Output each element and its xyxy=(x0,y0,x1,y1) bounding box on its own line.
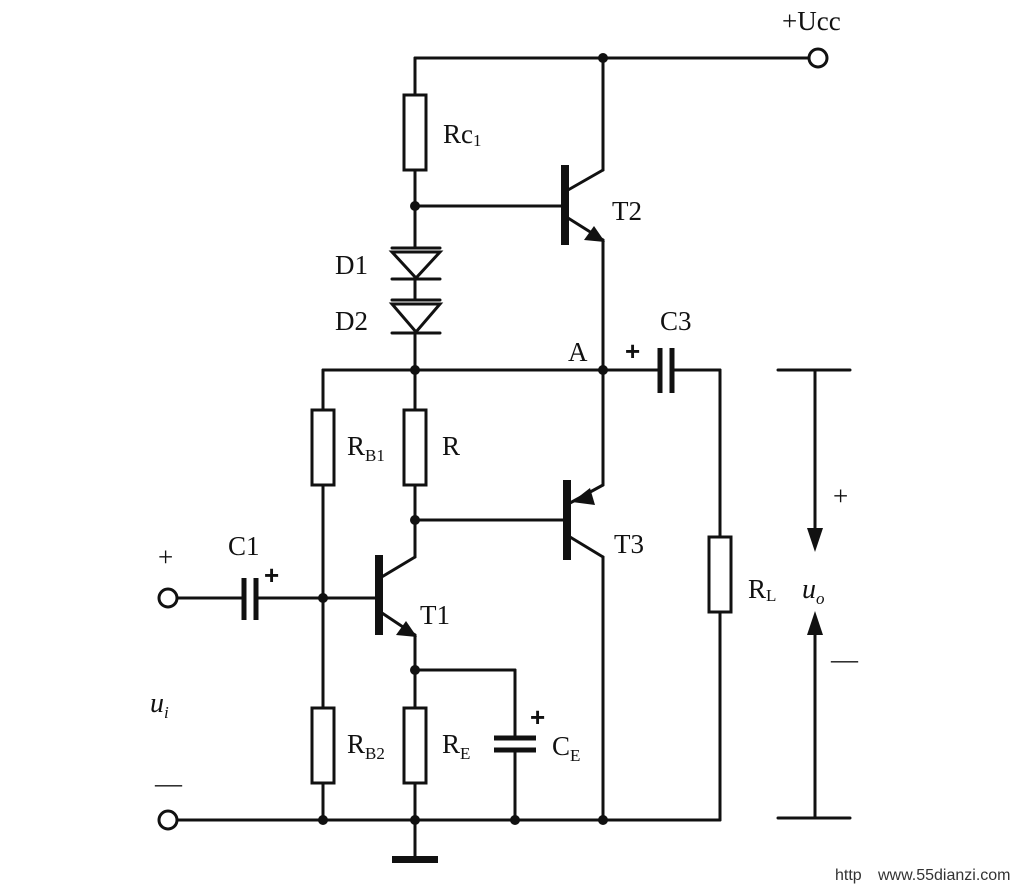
c3-label: C3 xyxy=(660,306,692,336)
rb2-label: RB2 xyxy=(347,729,385,763)
input-minus-sign: — xyxy=(154,768,183,798)
transistor-t3 xyxy=(563,480,595,560)
resistor-re xyxy=(402,706,428,785)
t1-emitter-arrow xyxy=(396,621,417,637)
c1-label: C1 xyxy=(228,531,260,561)
ce-plus-sign: + xyxy=(530,702,545,732)
transistor-t2 xyxy=(561,165,605,245)
diode-d1 xyxy=(388,246,444,302)
watermark-left: http xyxy=(835,867,862,884)
resistor-rb2 xyxy=(310,706,336,785)
capacitor-c3 xyxy=(657,348,675,393)
output-arrow-down xyxy=(807,528,823,552)
node-a-label: A xyxy=(568,337,588,367)
input-terminal-bottom xyxy=(157,809,179,831)
ground-symbol xyxy=(392,856,438,863)
output-arrow-up xyxy=(807,611,823,635)
re-label: RE xyxy=(442,729,470,763)
d2-label: D2 xyxy=(335,306,368,336)
t3-label: T3 xyxy=(614,529,644,559)
capacitor-c1 xyxy=(241,578,259,620)
junction-dots xyxy=(318,53,608,825)
t3-emitter-arrow xyxy=(572,488,595,505)
output-minus-sign: — xyxy=(830,644,859,674)
output-voltage-indicator xyxy=(776,368,852,820)
transistor-t1 xyxy=(375,555,417,637)
circuit-wires xyxy=(176,56,810,860)
supply-terminal xyxy=(807,47,829,69)
input-voltage-label: ui xyxy=(150,688,169,722)
t2-emitter-arrow xyxy=(584,226,605,242)
resistor-rl xyxy=(707,535,733,614)
input-plus-sign: + xyxy=(158,542,173,572)
input-terminal-top xyxy=(157,587,179,609)
ce-label: CE xyxy=(552,731,580,765)
rl-label: RL xyxy=(748,574,776,605)
capacitor-ce xyxy=(494,735,536,753)
t2-label: T2 xyxy=(612,196,642,226)
resistor-rb1 xyxy=(310,408,336,487)
supply-label: +Ucc xyxy=(782,6,841,36)
d1-label: D1 xyxy=(335,250,368,280)
resistor-r xyxy=(402,408,428,487)
c1-plus-sign: + xyxy=(264,560,279,590)
rb1-label: RB1 xyxy=(347,431,385,465)
r-label: R xyxy=(442,431,460,461)
diode-d2 xyxy=(388,298,444,335)
resistor-rc1 xyxy=(402,93,428,172)
output-plus-sign: + xyxy=(833,481,848,511)
watermark-right: www.55dianzi.com xyxy=(877,867,1011,884)
t1-label: T1 xyxy=(420,600,450,630)
rc1-label: Rc1 xyxy=(443,119,482,150)
output-voltage-label: uo xyxy=(802,574,825,608)
c3-plus-sign: + xyxy=(625,336,640,366)
